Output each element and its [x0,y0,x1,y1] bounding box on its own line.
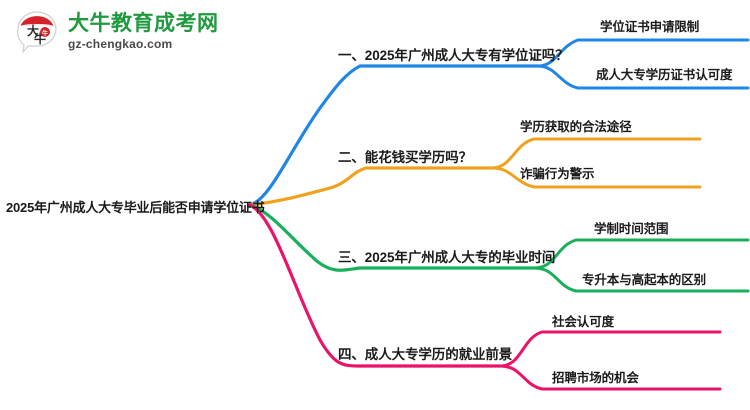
mindmap-root-node[interactable]: 2025年广州成人大专毕业后能否申请学位证书 [6,200,265,215]
connector-branch-1-to-child-1 [536,38,750,68]
mindmap-leaf-node-2-2[interactable]: 诈骗行为警示 [520,167,595,181]
connector-branch-3-to-child-2 [532,266,750,293]
daniu-speech-bubble-logo: 大 牛 牛 [14,8,60,55]
connector-branch-4-to-child-1 [498,330,722,368]
site-logo[interactable]: 大 牛 牛 大牛教育成考网 gz-chengkao.com [14,8,219,55]
connector-root-to-branch-2 [248,166,494,207]
mindmap-branch-node-2[interactable]: 二、能花钱买学历吗？ [338,150,472,165]
mindmap-leaf-node-1-1[interactable]: 学位证书申请限制 [600,20,700,34]
mindmap-leaf-node-1-2[interactable]: 成人大专学历证书认可度 [596,68,733,82]
mindmap-leaf-node-3-2[interactable]: 专升本与高起本的区别 [582,273,707,287]
logo-domain: gz-chengkao.com [68,36,173,51]
svg-text:大: 大 [27,23,39,38]
connector-root-to-branch-3 [248,203,536,272]
mindmap-branch-node-1[interactable]: 一、2025年广州成人大专有学位证吗？ [338,48,569,63]
svg-text:牛: 牛 [42,30,48,38]
mindmap-branch-node-3[interactable]: 三、2025年广州成人大专的毕业时间 [338,250,556,265]
connector-root-to-branch-4 [248,203,502,368]
connector-branch-1-to-child-2 [536,64,750,90]
mindmap-leaf-node-4-1[interactable]: 社会认可度 [552,315,615,329]
connector-branch-2-to-child-2 [490,166,702,189]
mindmap-leaf-node-2-1[interactable]: 学历获取的合法途径 [520,120,632,134]
connector-branch-4-to-child-2 [498,364,722,391]
connector-root-to-branch-1 [248,64,540,207]
connector-branch-3-to-child-1 [532,238,750,270]
mindmap-leaf-node-4-2[interactable]: 招聘市场的机会 [552,371,639,385]
logo-title: 大牛教育成考网 [68,11,219,35]
mindmap-branch-node-4[interactable]: 四、成人大专学历的就业前景 [338,347,513,362]
logo-text-block: 大牛教育成考网 gz-chengkao.com [68,13,219,50]
mindmap-leaf-node-3-1[interactable]: 学制时间范围 [594,222,669,236]
